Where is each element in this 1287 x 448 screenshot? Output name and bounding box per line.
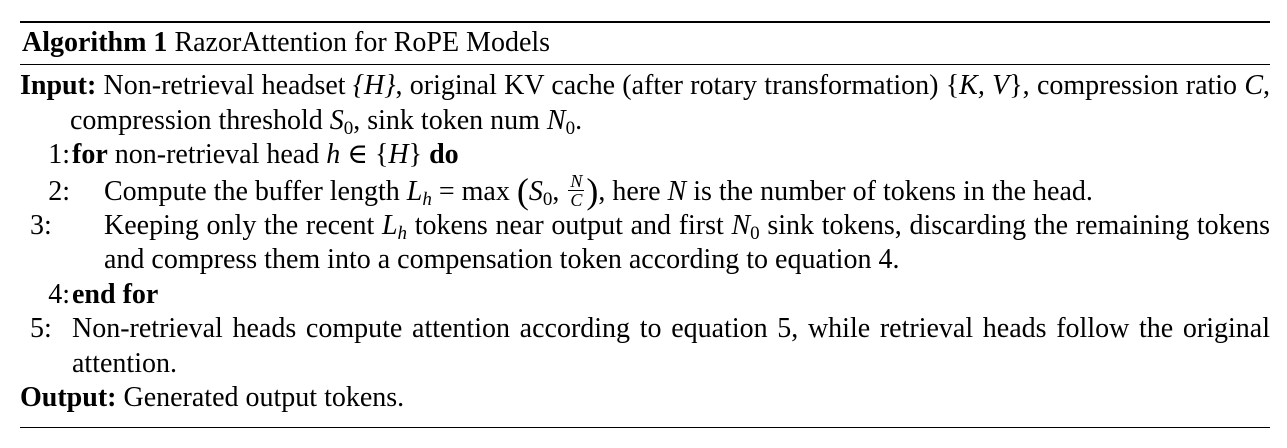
step-3: 3: Keeping only the recent Lh tokens nea…: [20, 209, 1270, 278]
step-4: 4: end for: [20, 278, 1270, 313]
output-section: Output: Generated output tokens.: [20, 381, 1270, 416]
step-number: 3:: [30, 209, 52, 241]
algorithm-title: RazorAttention for RoPE Models: [174, 27, 551, 58]
algorithm-block: Algorithm 1 RazorAttention for RoPE Mode…: [20, 21, 1270, 428]
algorithm-caption: Algorithm 1 RazorAttention for RoPE Mode…: [20, 23, 1270, 64]
step-number: 2:: [48, 175, 70, 207]
step-number: 5:: [30, 313, 52, 344]
output-label: Output:: [20, 382, 117, 413]
step-5: 5: Non-retrieval heads compute attention…: [20, 312, 1270, 381]
step-text: Compute the buffer length Lh = max (S0, …: [104, 170, 1093, 211]
step-number: 4:: [48, 278, 70, 310]
step-2: 2: Compute the buffer length Lh = max (S…: [20, 170, 1270, 211]
step-text: non-retrieval head h ∈ {H}: [114, 139, 423, 170]
output-text: Generated output tokens.: [123, 382, 405, 413]
step-1: 1: for non-retrieval head h ∈ {H} do: [20, 138, 1270, 173]
input-label: Input:: [20, 70, 97, 101]
keyword-end-for: end for: [72, 278, 159, 310]
step-text: Non-retrieval heads compute attention ac…: [72, 313, 1270, 379]
step-number: 1:: [48, 139, 70, 170]
input-section: Input: Non-retrieval headset {H}, origin…: [20, 69, 1270, 138]
input-text: Non-retrieval headset {H}, original KV c…: [70, 70, 1271, 139]
caption-rule: [20, 64, 1270, 65]
top-rule: [20, 21, 1270, 23]
algorithm-label: Algorithm 1: [22, 27, 168, 58]
bottom-rule: [20, 427, 1270, 428]
step-text: Keeping only the recent Lh tokens near o…: [104, 209, 1270, 276]
keyword-for: for: [72, 139, 108, 170]
keyword-do: do: [429, 139, 459, 170]
